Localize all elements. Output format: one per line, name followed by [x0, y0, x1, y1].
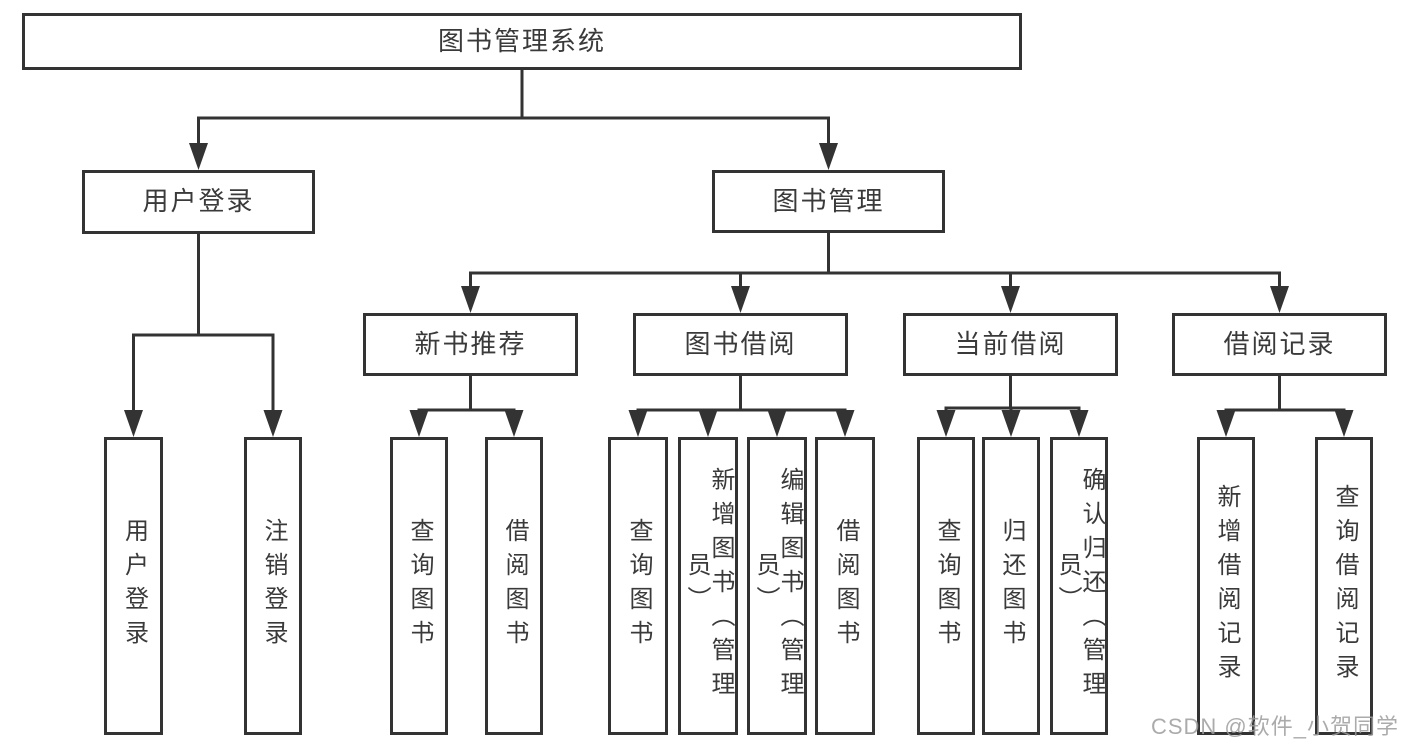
leaf-records-query-borrow-record: 查询借阅记录 — [1315, 437, 1373, 735]
leaf-borrowing-borrow-books: 借阅图书 — [815, 437, 875, 735]
node-borrowing-records: 借阅记录 — [1172, 313, 1387, 376]
leaf-user-login: 用户登录 — [104, 437, 163, 735]
node-book-management: 图书管理 — [712, 170, 945, 233]
leaf-current-query-books: 查询图书 — [917, 437, 975, 735]
leaf-borrowing-edit-books-admin: 编辑图书（管理员） — [747, 437, 807, 735]
leaf-borrowing-query-books: 查询图书 — [608, 437, 668, 735]
leaf-current-return-books: 归还图书 — [982, 437, 1040, 735]
csdn-watermark: CSDN @软件_小贺同学 — [1150, 714, 1399, 739]
leaf-current-confirm-return-admin: 确认归还（管理员） — [1050, 437, 1108, 735]
leaf-newrec-query-books: 查询图书 — [390, 437, 448, 735]
node-user-login: 用户登录 — [82, 170, 315, 234]
leaf-borrowing-add-books-admin: 新增图书（管理员） — [678, 437, 738, 735]
leaf-logout: 注销登录 — [244, 437, 302, 735]
leaf-records-add-borrow-record: 新增借阅记录 — [1197, 437, 1255, 735]
node-book-borrowing: 图书借阅 — [633, 313, 848, 376]
leaf-newrec-borrow-books: 借阅图书 — [485, 437, 543, 735]
node-current-borrowing: 当前借阅 — [903, 313, 1118, 376]
node-library-management-system: 图书管理系统 — [22, 13, 1022, 70]
node-new-book-recommendation: 新书推荐 — [363, 313, 578, 376]
